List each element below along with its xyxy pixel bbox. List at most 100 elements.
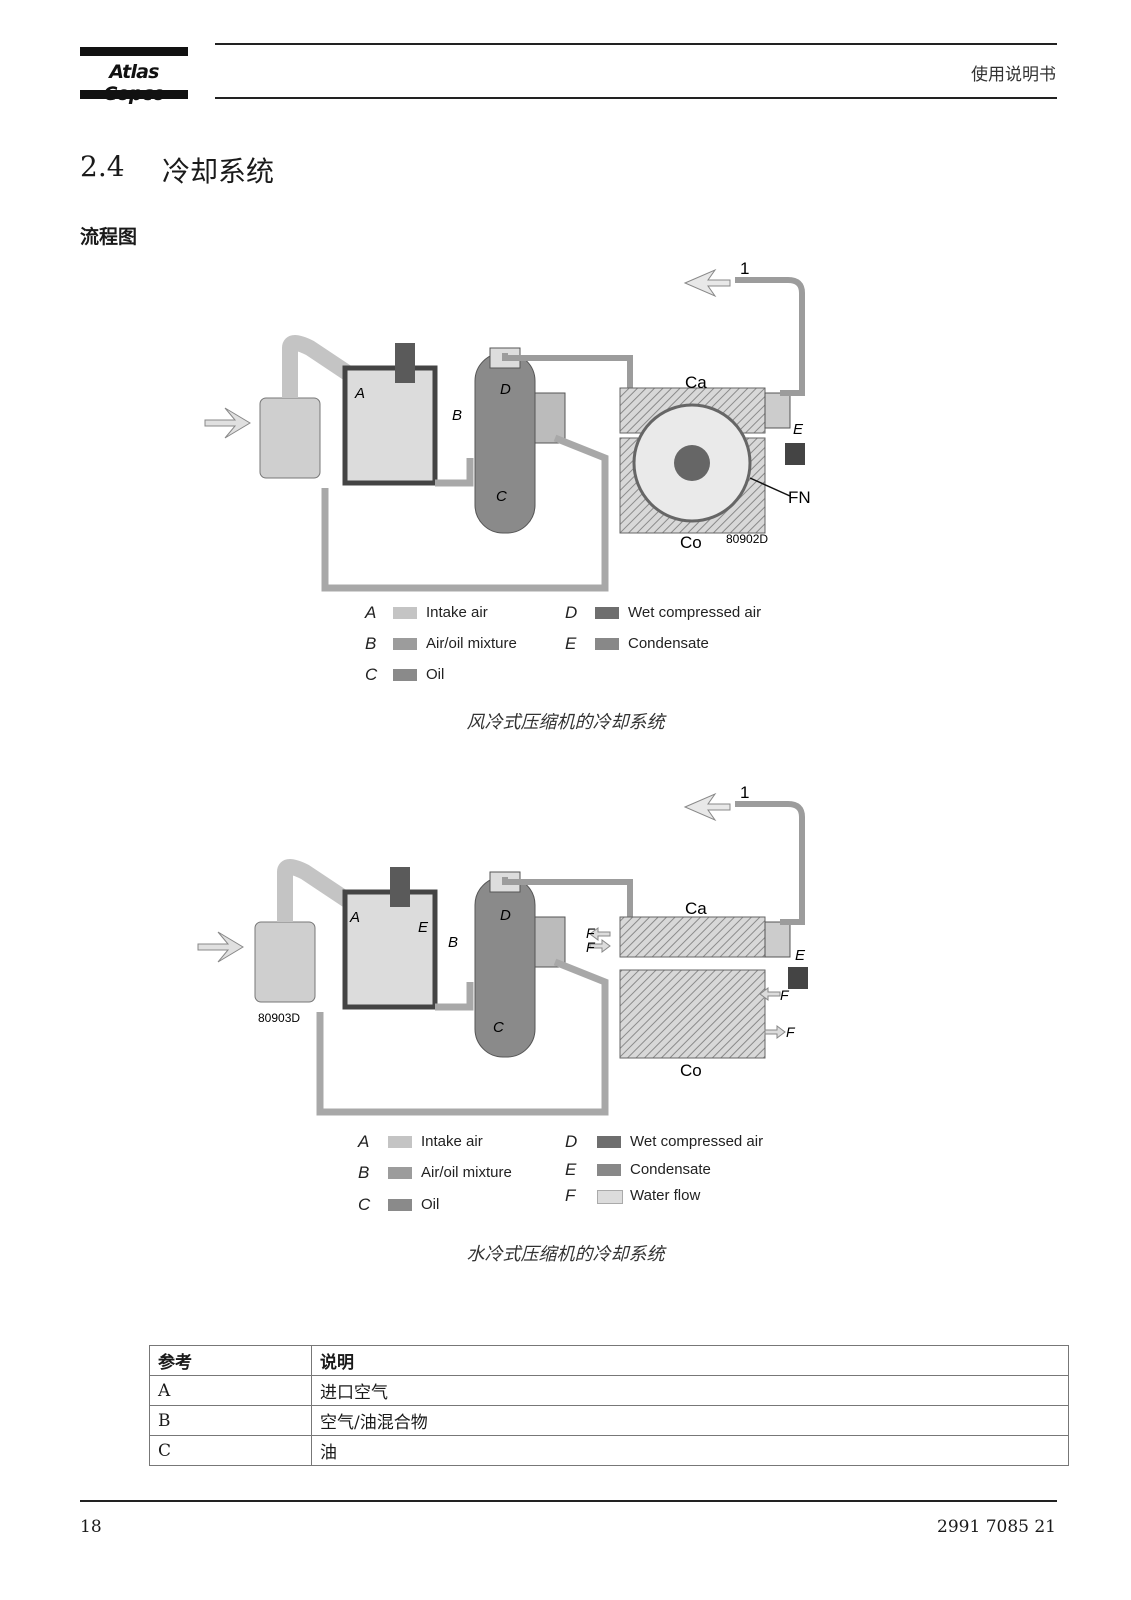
compressor-element bbox=[342, 365, 438, 486]
label-diagram-code: 80903D bbox=[258, 1011, 300, 1025]
header-rule-bottom bbox=[215, 97, 1057, 99]
separator-vessel bbox=[474, 876, 536, 1058]
legend-label: Intake air bbox=[421, 1133, 483, 1150]
table-row: C 油 bbox=[149, 1435, 1069, 1466]
table-cell-description: 进口空气 bbox=[311, 1375, 1069, 1406]
subheading-flowchart: 流程图 bbox=[80, 226, 138, 248]
label-point-e-drain: E bbox=[795, 947, 806, 964]
legend-key: D bbox=[565, 1132, 578, 1151]
oil-injection-pipe bbox=[435, 982, 474, 1011]
table-row: B 空气/油混合物 bbox=[149, 1405, 1069, 1436]
label-point-e: E bbox=[418, 919, 429, 936]
legend-swatch bbox=[595, 607, 619, 619]
oil-return-pipe bbox=[316, 958, 609, 1116]
legend-key: B bbox=[358, 1163, 370, 1182]
legend-label: Air/oil mixture bbox=[421, 1164, 512, 1181]
outlet-arrow-icon bbox=[683, 792, 731, 822]
label-outlet: 1 bbox=[740, 259, 749, 278]
water-flow-arrow-icon bbox=[759, 987, 781, 1001]
legend-key: C bbox=[358, 1195, 371, 1214]
unloader-valve bbox=[390, 867, 410, 907]
logo-bar-bottom bbox=[80, 90, 188, 99]
label-oil-cooler: Co bbox=[680, 533, 702, 552]
separator-vessel bbox=[474, 352, 536, 534]
table-cell-description: 空气/油混合物 bbox=[311, 1405, 1069, 1436]
table-cell-description: 油 bbox=[311, 1435, 1069, 1466]
oil-return-pipe bbox=[321, 434, 609, 592]
table-row: A 进口空气 bbox=[149, 1375, 1069, 1406]
legend-swatch bbox=[388, 1167, 412, 1179]
water-cooled-diagram: 1 Ca Co 80903D A B C D E E F F F F A Int… bbox=[190, 782, 850, 1232]
water-flow-arrow-icon bbox=[764, 1025, 786, 1039]
legend-swatch bbox=[388, 1136, 412, 1148]
legend-swatch bbox=[597, 1164, 621, 1176]
legend-key: A bbox=[358, 1132, 370, 1151]
label-point-b: B bbox=[448, 934, 458, 951]
section-title: 冷却系统 bbox=[162, 155, 275, 188]
legend-swatch bbox=[393, 638, 417, 650]
label-point-d: D bbox=[500, 381, 511, 398]
legend-air: A Intake air B Air/oil mixture C Oil D W… bbox=[190, 598, 850, 698]
table-cell-reference: B bbox=[149, 1405, 312, 1436]
water-cooled-schematic: 1 Ca Co 80903D A B C D E E F F F F bbox=[197, 783, 808, 1116]
label-diagram-code: 80902D bbox=[726, 532, 768, 546]
legend-label: Condensate bbox=[630, 1161, 711, 1178]
drain-valve bbox=[788, 967, 808, 989]
outlet-pipe bbox=[735, 801, 805, 925]
outlet-arrow-icon bbox=[683, 268, 731, 298]
legend-water: A Intake air B Air/oil mixture C Oil D W… bbox=[190, 1127, 850, 1232]
drain-valve bbox=[785, 443, 805, 465]
compressed-air-pipe bbox=[502, 877, 633, 917]
legend-swatch bbox=[388, 1199, 412, 1211]
oil-cooler bbox=[619, 969, 766, 1059]
unloader-valve bbox=[395, 343, 415, 383]
legend-key: E bbox=[565, 634, 577, 653]
water-separator bbox=[764, 921, 791, 958]
intake-pipe bbox=[282, 335, 360, 398]
atlas-copco-logo: Atlas Copco bbox=[80, 47, 188, 105]
intake-pipe bbox=[277, 859, 355, 922]
label-outlet: 1 bbox=[740, 783, 749, 802]
manual-title: 使用说明书 bbox=[971, 65, 1056, 85]
caption-air-cooled: 风冷式压缩机的冷却系统 bbox=[466, 712, 665, 733]
fan-hub bbox=[674, 445, 710, 481]
column-header-reference: 参考 bbox=[149, 1345, 312, 1376]
label-point-e: E bbox=[793, 421, 804, 438]
legend-label: Wet compressed air bbox=[628, 604, 762, 621]
label-point-f: F bbox=[586, 925, 596, 941]
legend-label: Water flow bbox=[630, 1187, 701, 1204]
table-cell-reference: A bbox=[149, 1375, 312, 1406]
water-flow-arrow-icon bbox=[589, 927, 611, 941]
air-cooled-diagram: 1 Ca Co FN 80902D A B C D E A Intake air… bbox=[190, 258, 850, 698]
label-point-f: F bbox=[586, 939, 596, 955]
outlet-pipe bbox=[735, 277, 805, 396]
label-point-d: D bbox=[500, 907, 511, 924]
legend-key: A bbox=[365, 603, 377, 622]
thermostatic-valve bbox=[534, 916, 566, 968]
section-number: 2.4 bbox=[80, 150, 125, 183]
intake-arrow-icon bbox=[197, 931, 244, 963]
water-flow-arrow-icon bbox=[589, 939, 611, 953]
legend-key: D bbox=[565, 603, 578, 622]
table-header-row: 参考 说明 bbox=[149, 1345, 1069, 1376]
logo-bar-top bbox=[80, 47, 188, 56]
compressor-element bbox=[342, 889, 438, 1010]
label-air-cooler: Ca bbox=[685, 899, 707, 918]
legend-label: Condensate bbox=[628, 635, 709, 652]
thermostatic-valve bbox=[534, 392, 566, 444]
legend-key: C bbox=[365, 665, 378, 684]
table-cell-reference: C bbox=[149, 1435, 312, 1466]
legend-swatch bbox=[597, 1136, 621, 1148]
legend-key: B bbox=[365, 634, 377, 653]
air-cooled-schematic: 1 Ca Co FN 80902D A B C D E bbox=[204, 259, 811, 592]
legend-key: F bbox=[565, 1186, 576, 1205]
document-number: 2991 7085 21 bbox=[937, 1517, 1056, 1537]
legend-swatch bbox=[393, 669, 417, 681]
column-header-description: 说明 bbox=[311, 1345, 1069, 1376]
legend-swatch bbox=[595, 638, 619, 650]
label-point-b: B bbox=[452, 407, 462, 424]
reference-table: 参考 说明 A 进口空气 B 空气/油混合物 C 油 bbox=[149, 1345, 1069, 1466]
air-filter bbox=[254, 921, 316, 1003]
intake-arrow-icon bbox=[204, 407, 251, 439]
legend-swatch bbox=[393, 607, 417, 619]
